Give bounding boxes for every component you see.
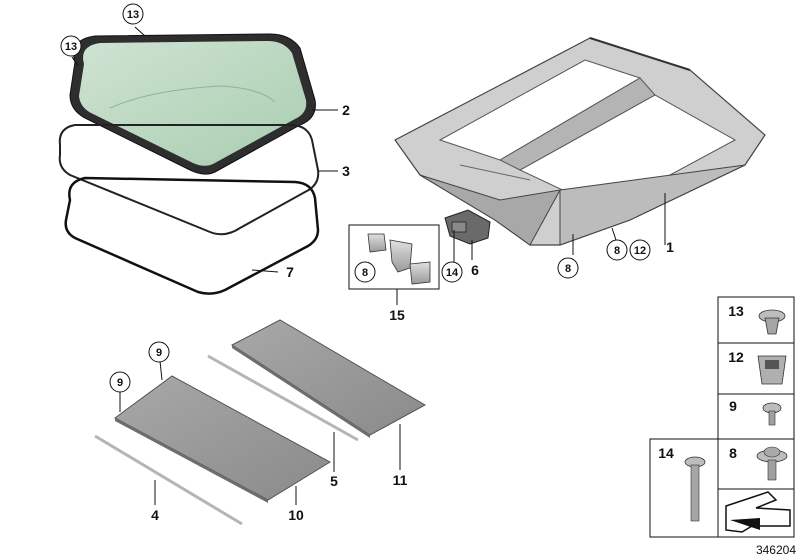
- callout-13-left: 13: [60, 35, 82, 57]
- callout-14-motor: 14: [441, 261, 463, 283]
- legend-label-9: 9: [729, 398, 737, 414]
- legend-label-13: 13: [728, 303, 744, 319]
- label-part-10: 10: [288, 507, 304, 523]
- callout-12-frame: 12: [629, 239, 651, 261]
- label-part-7: 7: [286, 264, 294, 280]
- sunshade-panel: [114, 375, 331, 503]
- svg-text:14: 14: [446, 267, 459, 279]
- glass-panel: [69, 33, 316, 175]
- long-bolt-icon: [684, 456, 706, 522]
- svg-text:12: 12: [634, 245, 646, 257]
- drive-motor: [444, 209, 491, 245]
- label-part-3: 3: [342, 163, 350, 179]
- frame-gasket: [64, 176, 320, 295]
- guide-strip-5: [207, 354, 359, 442]
- seal: [58, 124, 320, 236]
- fastener-legend: 13 12 9 8 14: [649, 296, 795, 538]
- diagram-reference-number: 346204: [756, 543, 796, 557]
- svg-text:9: 9: [156, 347, 162, 359]
- nut-clip-icon: [757, 355, 787, 385]
- svg-text:13: 13: [127, 9, 139, 21]
- legend-label-12: 12: [728, 349, 744, 365]
- callout-13-top: 13: [122, 3, 144, 25]
- label-part-2: 2: [342, 102, 350, 118]
- svg-text:8: 8: [614, 245, 620, 257]
- callout-8-kit: 8: [354, 261, 376, 283]
- callout-8-frame: 8: [606, 239, 628, 261]
- label-part-5: 5: [330, 473, 338, 489]
- label-part-4: 4: [151, 507, 159, 523]
- callout-9-a: 9: [148, 341, 170, 363]
- callout-9-b: 9: [109, 371, 131, 393]
- flange-screw-icon: [756, 446, 788, 481]
- callout-8-bottom: 8: [557, 257, 579, 279]
- bracket-kit: [348, 224, 440, 290]
- push-clip-icon: [758, 309, 786, 335]
- legend-label-8: 8: [729, 445, 737, 461]
- guide-strip-4: [94, 434, 243, 526]
- label-part-15: 15: [389, 307, 405, 323]
- svg-text:8: 8: [565, 263, 571, 275]
- legend-label-14: 14: [658, 445, 674, 461]
- label-part-6: 6: [471, 262, 479, 278]
- direction-arrow-icon: [725, 491, 791, 533]
- roof-frame: [394, 37, 766, 246]
- part-labels: 1 2 3 4 5 6 7 10 11 15: [151, 102, 674, 523]
- leader-lines: [71, 26, 666, 505]
- label-part-11: 11: [393, 472, 408, 488]
- label-part-1: 1: [666, 239, 674, 255]
- roller-blind-panel: [231, 319, 427, 438]
- svg-text:13: 13: [65, 41, 77, 53]
- svg-text:9: 9: [117, 377, 123, 389]
- svg-text:8: 8: [362, 267, 368, 279]
- small-screw-icon: [762, 402, 782, 426]
